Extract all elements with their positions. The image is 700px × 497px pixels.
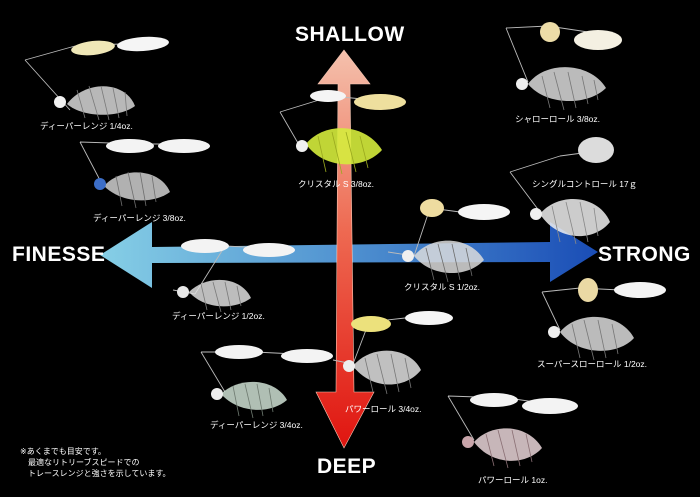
lure-image-deeper-range-38: [79, 139, 210, 209]
axis-label-strong: STRONG: [598, 243, 691, 266]
lure-image-shallow-roll-38: [505, 22, 622, 111]
lure-label-crystal-s-38: クリスタル S 3/8oz.: [298, 179, 375, 189]
note-line: ※あくまでも目安です。: [20, 447, 106, 456]
axis-label-deep: DEEP: [317, 455, 377, 478]
axis-label-shallow: SHALLOW: [295, 23, 405, 46]
lure-image-deeper-range-14: [24, 36, 169, 121]
lure-label-power-roll-1: パワーロール 1oz.: [478, 475, 548, 485]
lure-image-super-slow-roll-12: [541, 278, 666, 361]
lure-label-power-roll-34: パワーロール 3/4oz.: [345, 404, 422, 414]
lure-image-single-control-17: [509, 137, 614, 245]
note-line: トレースレンジと強さを示しています。: [20, 469, 171, 478]
disclaimer-note: ※あくまでも目安です。 最適なリトリーブスピードでの トレースレンジと強さを示し…: [20, 446, 171, 479]
lure-label-deeper-range-12: ディーパーレンジ 1/2oz.: [172, 311, 265, 321]
lure-label-crystal-s-12: クリスタル S 1/2oz.: [404, 282, 481, 292]
lure-image-deeper-range-34: [200, 345, 333, 419]
lure-image-power-roll-1: [447, 393, 578, 469]
lure-label-deeper-range-38: ディーパーレンジ 3/8oz.: [93, 213, 186, 223]
lure-image-crystal-s-12: [387, 199, 510, 283]
lure-label-super-slow-roll-12: スーパースローロール 1/2oz.: [537, 359, 648, 369]
axis-label-finesse: FINESSE: [12, 243, 106, 266]
note-line: 最適なリトリーブスピードでの: [20, 458, 140, 467]
lure-image-crystal-s-38: [279, 90, 406, 175]
lure-image-deeper-range-12: [172, 239, 295, 312]
lure-label-single-control-17: シングルコントロール 17ｇ: [532, 179, 638, 189]
lure-image-power-roll-34: [332, 311, 453, 395]
vertical-arrow: [315, 49, 375, 449]
lure-label-shallow-roll-38: シャローロール 3/8oz.: [515, 114, 601, 124]
lure-label-deeper-range-14: ディーパーレンジ 1/4oz.: [40, 121, 133, 131]
lure-label-deeper-range-34: ディーパーレンジ 3/4oz.: [210, 420, 303, 430]
